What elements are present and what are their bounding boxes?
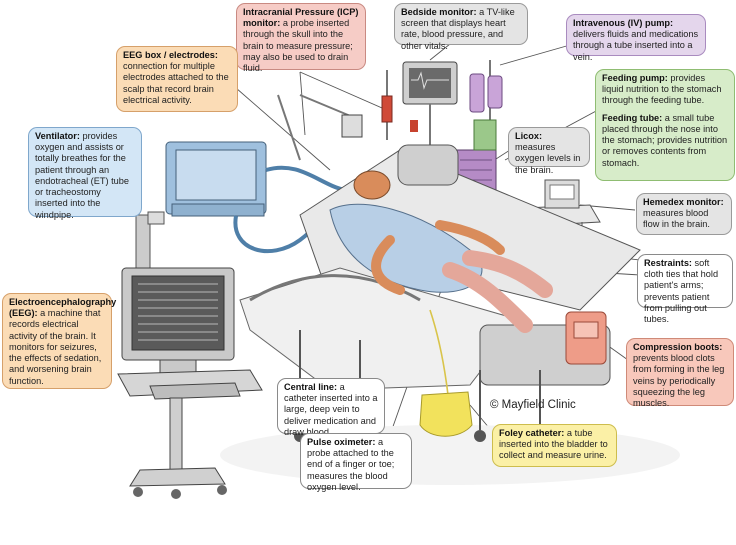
copyright-label: © Mayfield Clinic <box>490 399 576 411</box>
callout-iv-pump: Intravenous (IV) pump: delivers fluids a… <box>566 14 706 62</box>
callout-centralline-text: a catheter inserted into a large, deep v… <box>284 382 378 437</box>
callout-feeding-tube: Feeding tube: a small tube placed throug… <box>602 113 728 169</box>
callout-feeding-tube-title: Feeding tube: <box>602 112 663 123</box>
callout-compression-text: prevents blood clots from forming in the… <box>633 353 725 409</box>
callout-ventilator-text: provides oxygen and assists or totally b… <box>35 131 129 220</box>
callout-foley-title: Foley catheter: <box>499 428 565 438</box>
foley-bag <box>419 309 473 437</box>
callout-centralline-title: Central line: <box>284 382 338 392</box>
callout-eeg: Electroencephalography (EEG): a machine … <box>2 293 116 389</box>
callout-pulseox-title: Pulse oximeter: <box>307 437 376 447</box>
callout-icp-text: a probe inserted through the skull into … <box>243 18 353 74</box>
callout-bedside-text: a TV-like screen that displays heart rat… <box>401 7 515 51</box>
compression-pump <box>565 311 607 365</box>
callout-eeg-title: Electroencephalography (EEG): <box>9 297 117 319</box>
callout-ventilator-title: Ventilator: <box>35 131 80 141</box>
callout-restraints-title: Restraints: <box>644 258 692 268</box>
callout-pulseox-text: a probe attached to the end of a finger … <box>307 437 395 492</box>
callout-hemedex-text: measures blood flow in the brain. <box>643 208 710 230</box>
callout-licox-text: measures oxygen levels in the brain. <box>515 142 581 175</box>
patient <box>329 170 553 333</box>
callout-foley-text: a tube inserted into the bladder to coll… <box>499 428 608 461</box>
callout-licox-title: Licox: <box>515 131 543 141</box>
callout-hemedex: Hemedex monitor: measures blood flow in … <box>636 193 732 235</box>
callout-hemedex-title: Hemedex monitor: <box>643 197 724 207</box>
callout-bedside-monitor: Bedside monitor: a TV-like screen that d… <box>394 3 528 51</box>
eeg-machine <box>117 211 263 499</box>
callout-restraints: Restraints: soft cloth ties that hold pa… <box>637 254 733 324</box>
callout-central-line: Central line: a catheter inserted into a… <box>277 378 385 437</box>
callout-feeding-title: Feeding pump: <box>602 73 668 83</box>
callout-eegbox-text: connection for multiple electrodes attac… <box>123 61 229 105</box>
callout-bedside-title: Bedside monitor: <box>401 7 477 17</box>
callout-pulse-oximeter: Pulse oximeter: a probe attached to the … <box>300 433 412 492</box>
callout-compression-title: Compression boots: <box>633 342 723 352</box>
callout-eegbox-title: EEG box / electrodes: <box>123 50 218 60</box>
callout-feeding-tube-text: a small tube placed through the nose int… <box>602 112 728 168</box>
callout-feeding-text: provides liquid nutrition to the stomach… <box>602 73 722 106</box>
callout-iv-title: Intravenous (IV) pump: <box>573 18 674 28</box>
callout-restraints-text: soft cloth ties that hold patient's arms… <box>644 258 719 325</box>
callout-feeding: Feeding pump: provides liquid nutrition … <box>595 69 735 181</box>
callout-eeg-box: EEG box / electrodes: connection for mul… <box>116 46 238 112</box>
callout-iv-text: delivers fluids and medications through … <box>573 29 699 62</box>
callout-icp-title: Intracranial Pressure (ICP) monitor: <box>243 7 359 29</box>
callout-ventilator: Ventilator: provides oxygen and assists … <box>28 127 142 220</box>
callout-compression-boots: Compression boots: prevents blood clots … <box>626 338 734 409</box>
callout-licox: Licox: measures oxygen levels in the bra… <box>508 127 590 175</box>
callout-foley-catheter: Foley catheter: a tube inserted into the… <box>492 424 617 467</box>
callout-eeg-text: a machine that records electrical activi… <box>9 308 102 386</box>
callout-icp: Intracranial Pressure (ICP) monitor: a p… <box>236 3 366 74</box>
